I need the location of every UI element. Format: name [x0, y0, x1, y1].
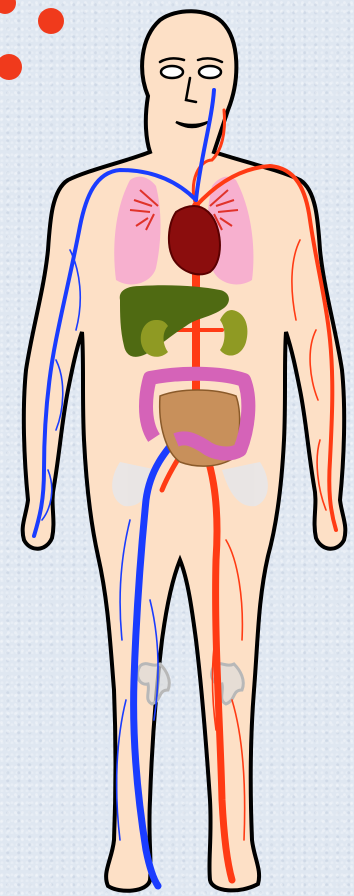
left-eye: [161, 66, 183, 78]
right-eye: [199, 66, 221, 78]
heart: [169, 206, 220, 274]
knee-joints: [138, 664, 244, 704]
